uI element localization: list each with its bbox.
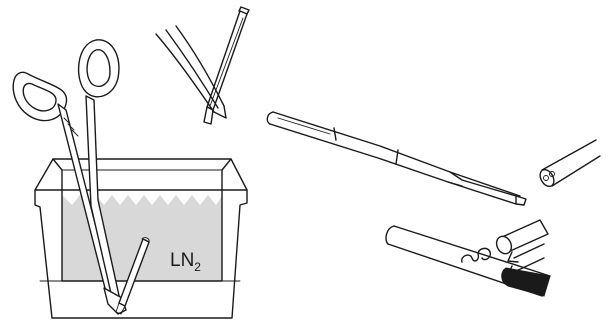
device-rod-top — [273, 112, 520, 196]
insertion-detail — [386, 220, 550, 296]
ln2-dewar — [35, 159, 247, 318]
device-rod-end — [267, 112, 273, 124]
inset-forceps-arm-b — [166, 30, 218, 108]
straw-end — [537, 140, 600, 189]
vitrification-device — [267, 112, 526, 205]
inset-straw-stripe — [210, 18, 243, 106]
inset-forceps-arm-a — [156, 34, 214, 112]
straw-end-top — [542, 140, 596, 170]
ln2-label-main: LN — [170, 250, 194, 271]
forceps-ring-right — [79, 40, 119, 97]
inset-forceps-straw — [156, 7, 249, 124]
device-handle-collar — [334, 128, 398, 164]
device-tip — [516, 196, 526, 205]
forceps-ring-left — [13, 72, 66, 120]
inset-forceps-tip — [214, 106, 226, 118]
device-rod-bottom — [270, 124, 516, 204]
ln2-label: LN2 — [170, 250, 201, 274]
outer-straw-left-end — [386, 226, 394, 244]
ln2-label-sub: 2 — [194, 260, 201, 274]
device-rod-stripe — [278, 118, 330, 134]
